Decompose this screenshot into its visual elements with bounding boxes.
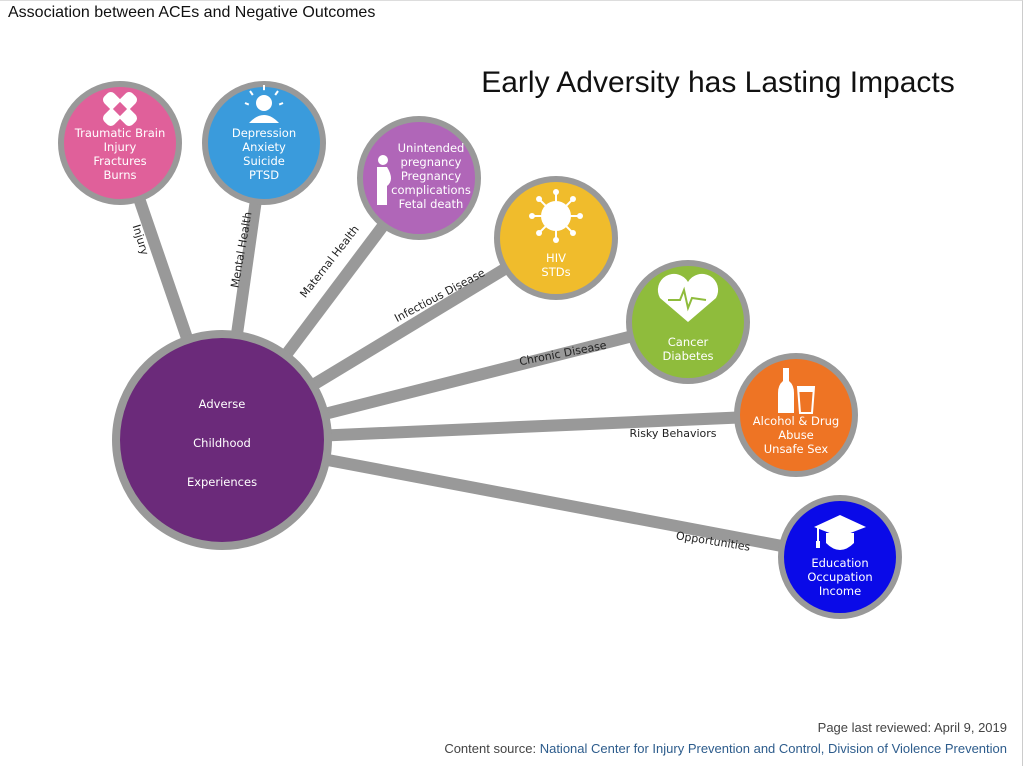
outcome-circle (357, 116, 481, 240)
heart-pulse-icon (657, 273, 719, 322)
outcome-nodes: Traumatic BrainInjuryFracturesBurnsDepre… (58, 81, 902, 619)
outcome-text: pregnancy (401, 155, 462, 169)
outcome-circle (734, 353, 858, 477)
outcome-text: Pregnancy (401, 169, 462, 183)
pregnant-woman-icon (377, 155, 391, 205)
page-heading: Association between ACEs and Negative Ou… (8, 4, 376, 21)
outcome-text: Abuse (778, 428, 814, 442)
outcome-text: Anxiety (242, 140, 286, 154)
outcome-text: Fractures (93, 154, 146, 168)
outcome-text: Diabetes (662, 349, 713, 363)
content-source-link[interactable]: National Center for Injury Prevention an… (539, 741, 1007, 756)
outcome-text: Education (811, 556, 868, 570)
center-circle (112, 330, 332, 550)
graduation-cap-icon (814, 515, 866, 550)
outcome-text: Unintended (398, 141, 465, 155)
outcome-text: PTSD (249, 168, 279, 182)
outcome-text: Traumatic Brain (74, 126, 165, 140)
center-line-2: Childhood (193, 436, 251, 450)
outcome-text: complications (391, 183, 471, 197)
outcome-text: Alcohol & Drug (753, 414, 839, 428)
outcome-text: Unsafe Sex (764, 442, 829, 456)
outcome-text: Burns (104, 168, 137, 182)
outcome-text: HIV (546, 251, 566, 265)
outcome-text: Depression (232, 126, 296, 140)
outcome-text: Fetal death (399, 197, 464, 211)
connector-label: Risky Behaviors (630, 427, 717, 440)
outcome-node: UnintendedpregnancyPregnancycomplication… (357, 116, 481, 240)
person-head-icon (244, 85, 284, 123)
content-source: Content source: National Center for Inju… (444, 741, 1007, 756)
outcome-circle (58, 81, 182, 205)
content-source-label: Content source: (444, 741, 540, 756)
diagram-title: Early Adversity has Lasting Impacts (481, 66, 955, 99)
center-line-1: Adverse (199, 397, 246, 411)
bandage-icon (102, 91, 138, 127)
page-last-reviewed: Page last reviewed: April 9, 2019 (817, 720, 1007, 735)
outcome-circle (778, 495, 902, 619)
virus-icon (529, 189, 583, 243)
center-node: Adverse Childhood Experiences (112, 330, 332, 550)
connector-label: Chronic Disease (518, 339, 608, 369)
center-line-3: Experiences (187, 475, 257, 489)
connector-label: Infectious Disease (392, 266, 487, 325)
outcome-text: Injury (104, 140, 137, 154)
outcome-text: Suicide (243, 154, 285, 168)
outcome-text: Occupation (807, 570, 872, 584)
bottle-glass-icon (778, 368, 816, 414)
outcome-text: STDs (541, 265, 570, 279)
outcome-circle (202, 81, 326, 205)
outcome-text: Income (819, 584, 861, 598)
outcome-text: Cancer (668, 335, 709, 349)
